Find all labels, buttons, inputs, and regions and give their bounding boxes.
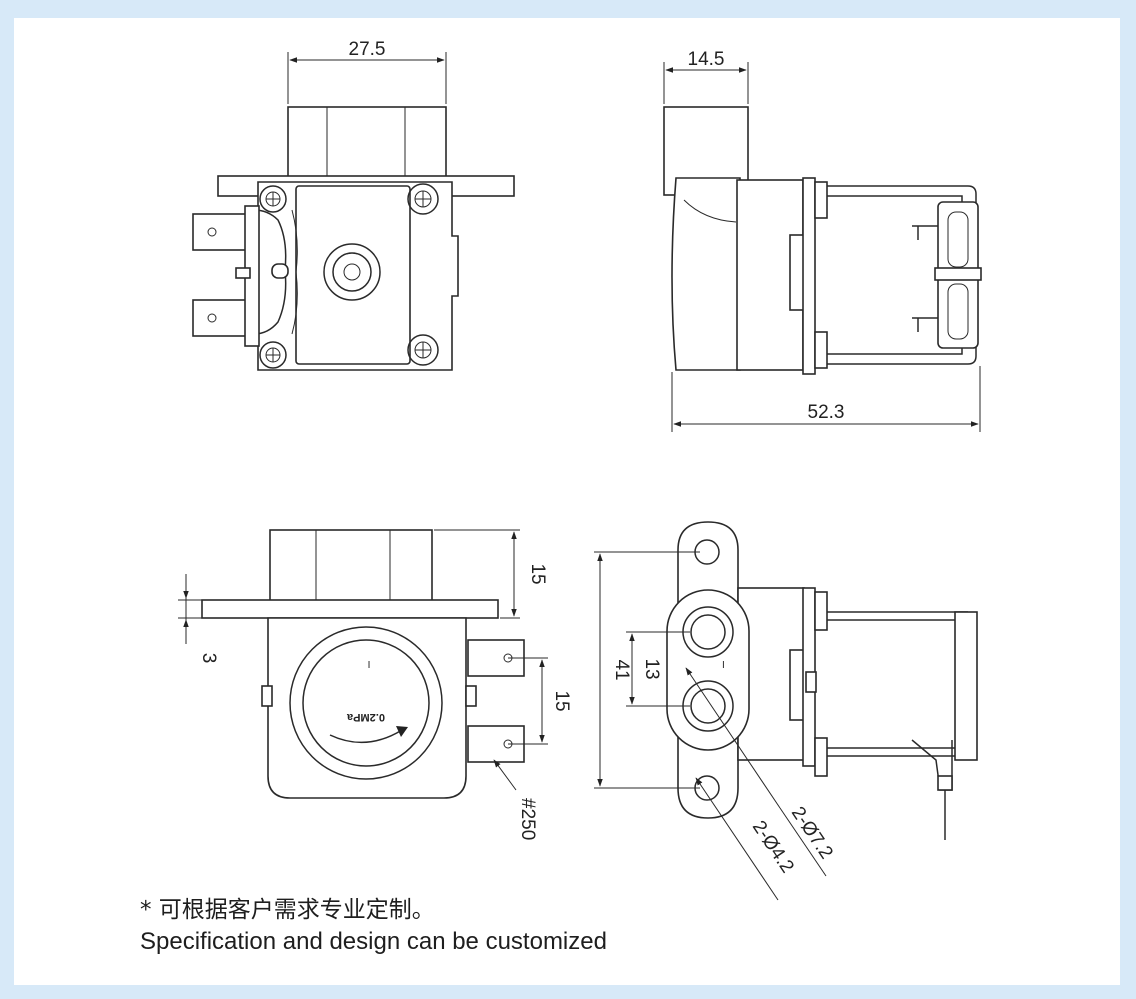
- bottom-view: I 0.2MPa 15 3 15 #250: [178, 529, 572, 840]
- dim-port-spacing: 13: [641, 658, 662, 679]
- svg-text:I: I: [368, 660, 371, 671]
- terminal-group-front: [192, 205, 260, 347]
- customization-note-chinese: * 可根据客户需求专业定制。: [140, 897, 435, 923]
- svg-text:I: I: [722, 660, 725, 671]
- dim-hole-diameter: 2-Ø4.2: [748, 817, 798, 877]
- dim-port-diameter: 2-Ø7.2: [787, 803, 837, 863]
- port-view: I 41 13 2-Ø7.2 2-Ø4.2: [594, 521, 978, 901]
- customization-note-english: Specification and design can be customiz…: [140, 928, 607, 955]
- dim-front-width: 27.5: [349, 39, 386, 60]
- dim-side-body-width: 14.5: [688, 49, 725, 70]
- dim-mount-height: 41: [611, 659, 632, 680]
- drawing-sheet: 27.5 14.5 52.3: [14, 18, 1120, 985]
- front-view: 27.5: [192, 39, 515, 371]
- screw-boss-group: [259, 183, 439, 369]
- pressure-mark: 0.2MPa: [346, 711, 385, 723]
- technical-drawing: 27.5 14.5 52.3: [178, 39, 982, 901]
- flow-arrow-icon: [329, 729, 403, 744]
- dim-flange-thickness: 3: [198, 653, 219, 664]
- dim-terminal-spacing: 15: [551, 690, 572, 711]
- dim-side-total-length: 52.3: [808, 402, 845, 423]
- dim-bottom-height: 15: [527, 563, 548, 584]
- side-view: 14.5 52.3: [663, 49, 982, 432]
- dim-terminal-type: #250: [517, 798, 538, 840]
